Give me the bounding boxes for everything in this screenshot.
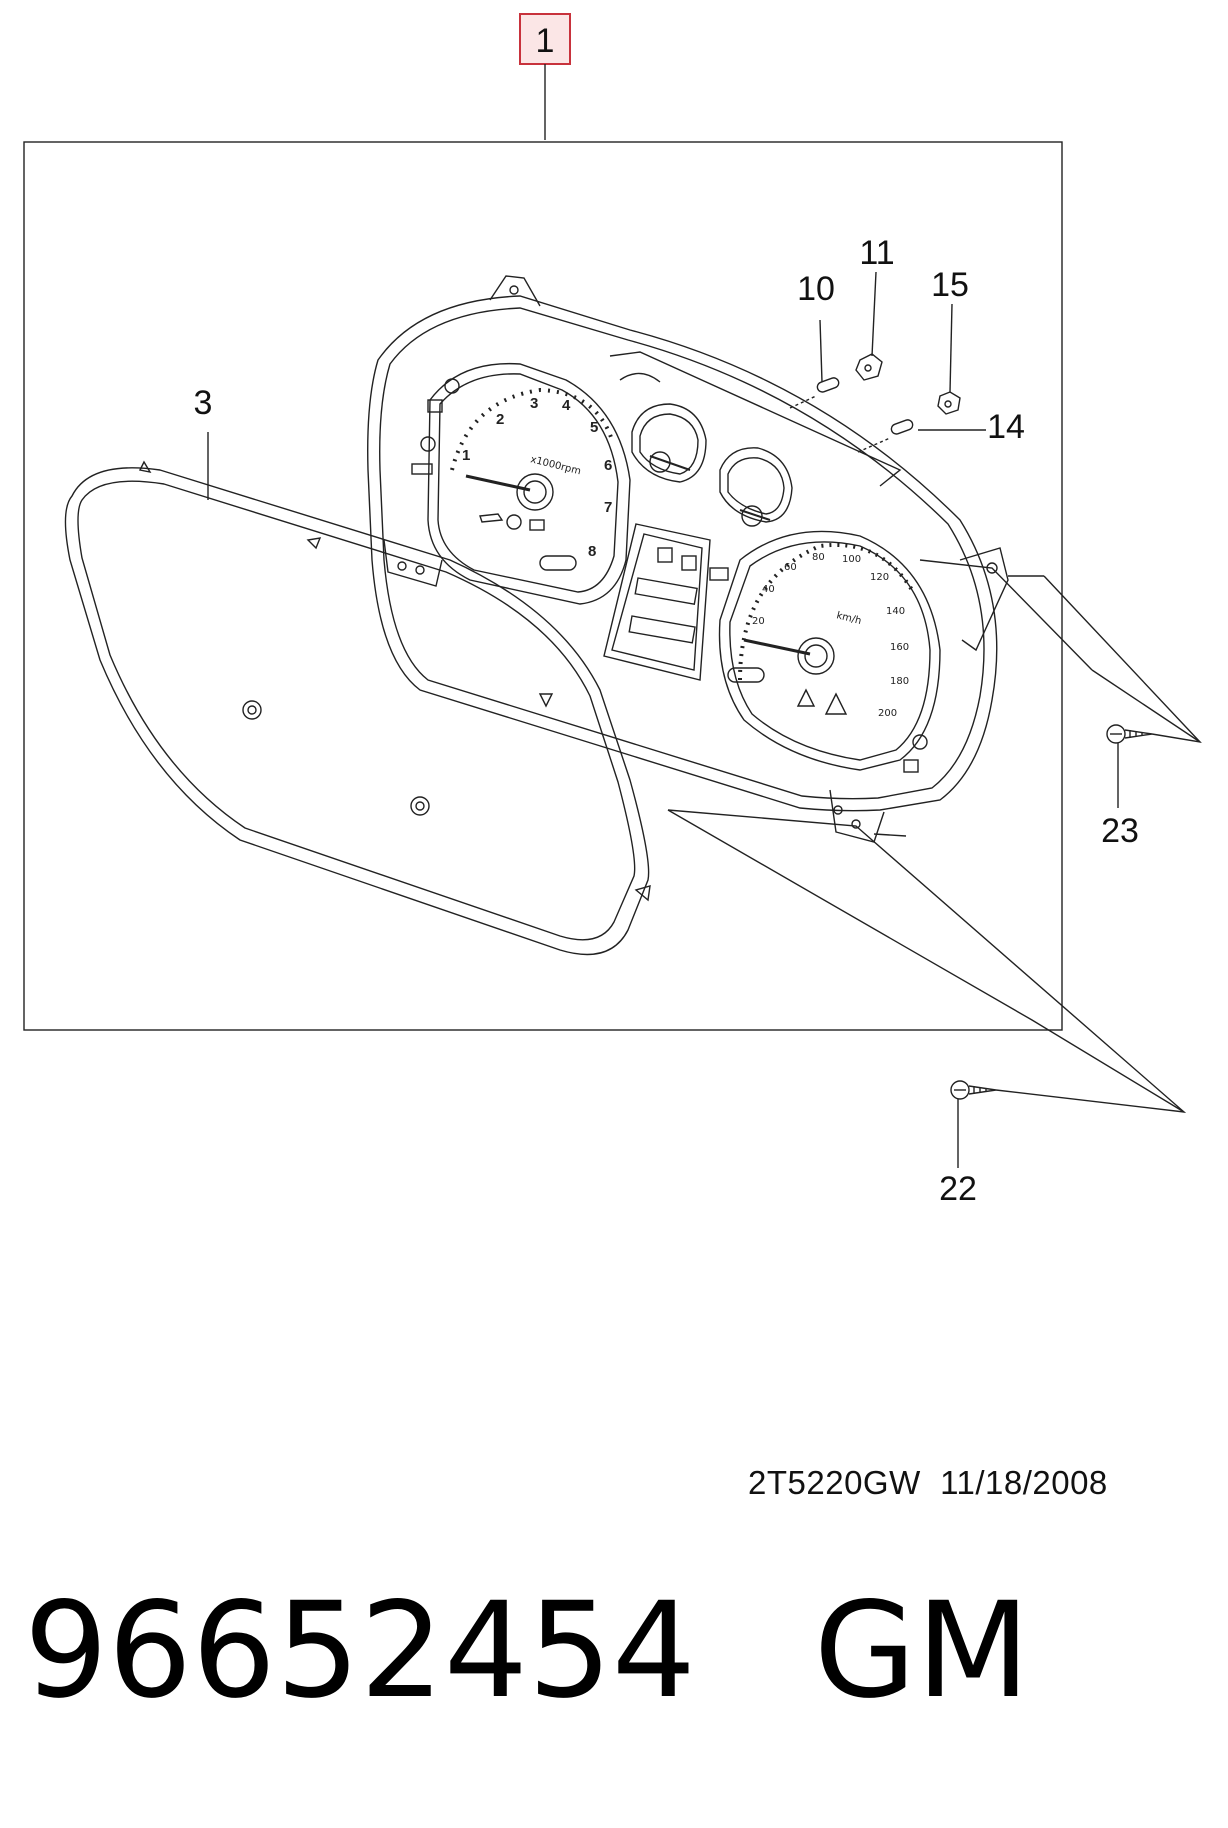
bulb-14-axis xyxy=(857,437,891,453)
speedo-tick: 100 xyxy=(842,554,861,565)
callout-23-label: 23 xyxy=(1101,812,1139,850)
speedo-tick: 180 xyxy=(890,676,909,687)
assembly-frame xyxy=(23,141,1063,1031)
bulb-10[interactable] xyxy=(816,376,840,393)
callout-15-label: 15 xyxy=(931,266,969,304)
drawing-code-and-date: 2T5220GW 11/18/2008 xyxy=(748,1464,1108,1501)
tacho-tick: 7 xyxy=(604,499,612,516)
callout-14-label: 14 xyxy=(987,408,1025,446)
speedometer-tick-labels: 20 40 60 80 100 120 140 160 180 200 km/h xyxy=(752,552,909,719)
callout-1-label: 1 xyxy=(536,22,555,60)
tacho-tick: 4 xyxy=(562,397,571,414)
speedo-tick: 40 xyxy=(762,584,775,595)
tacho-tick: 1 xyxy=(462,447,470,464)
callout-10-label: 10 xyxy=(797,270,835,308)
exploded-parts-diagram: 1 3 10 11 15 14 23 22 1 2 3 4 5 6 7 8 x1… xyxy=(23,13,1202,1208)
part-number: 96652454 xyxy=(24,1574,696,1728)
tachometer-tick-labels: 1 2 3 4 5 6 7 8 x1000rpm xyxy=(462,395,612,560)
socket-11[interactable] xyxy=(855,353,883,381)
speedo-tick: 120 xyxy=(870,572,889,583)
callout-10-leader xyxy=(819,319,823,383)
socket-15[interactable] xyxy=(937,391,961,415)
bulb-10-axis xyxy=(789,395,817,409)
tab-line-upper-b xyxy=(919,559,1093,671)
screw-22[interactable] xyxy=(950,1080,997,1100)
callout-11-leader xyxy=(871,271,877,357)
tacho-tick: 6 xyxy=(604,457,612,474)
brand-name: GM xyxy=(813,1574,1031,1728)
speedo-tick: 20 xyxy=(752,616,765,627)
instrument-cluster[interactable] xyxy=(367,275,1009,843)
callout-3-label: 3 xyxy=(194,384,213,422)
tacho-tick: 8 xyxy=(588,543,596,560)
tacho-tick: 5 xyxy=(590,419,598,436)
tab-line-lower xyxy=(873,833,907,837)
screw-23-install-line-b xyxy=(1091,669,1201,743)
callout-15-leader xyxy=(949,303,953,393)
tacho-tick: 3 xyxy=(530,395,538,412)
speedo-tick: 160 xyxy=(890,642,909,653)
bulb-14[interactable] xyxy=(890,418,914,435)
callout-11-label: 11 xyxy=(859,234,894,272)
speedo-tick: 200 xyxy=(878,708,897,719)
screw-23-install-line xyxy=(1043,575,1202,744)
tacho-tick: 2 xyxy=(496,411,504,428)
speedo-unit: km/h xyxy=(835,610,862,627)
speedo-tick: 80 xyxy=(812,552,825,563)
screw-22-install-line xyxy=(667,809,1187,1113)
screw-23[interactable] xyxy=(1106,724,1153,744)
screw-22-install-line-b xyxy=(667,809,1185,1113)
lens-cover[interactable] xyxy=(64,460,651,956)
callout-22-label: 22 xyxy=(939,1170,977,1208)
speedo-tick: 140 xyxy=(886,606,905,617)
speedo-tick: 60 xyxy=(784,562,797,573)
